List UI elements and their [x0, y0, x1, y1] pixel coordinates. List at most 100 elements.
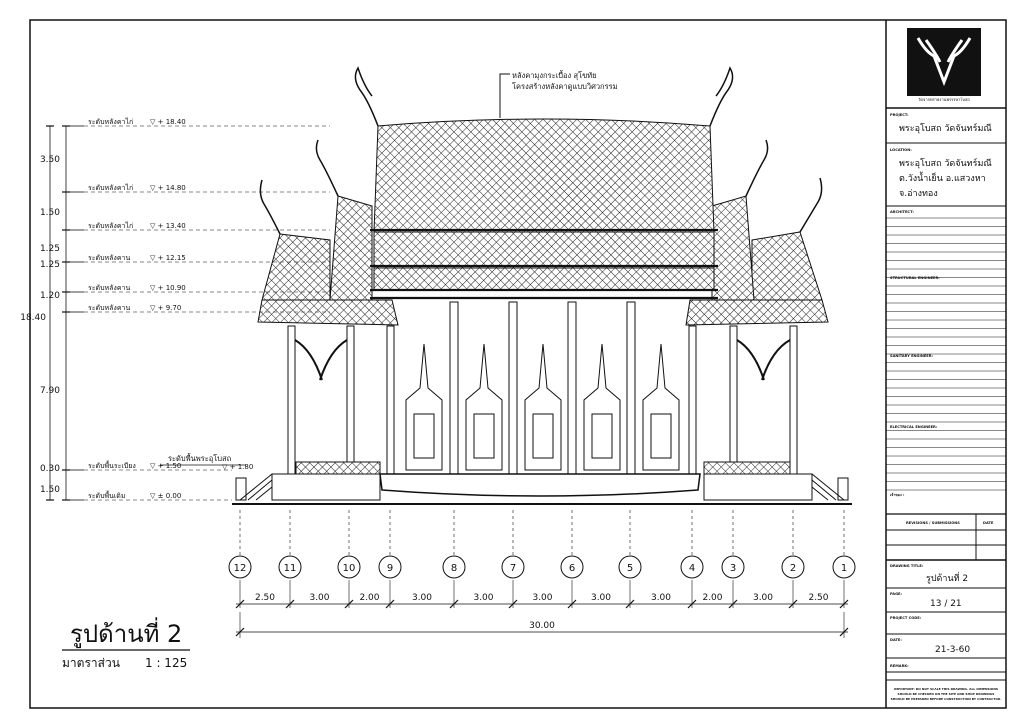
footer-line2: SHOULD BE CHECKED ON THE SITE AND SHOP D… [898, 692, 995, 696]
bracket-right [736, 339, 791, 381]
grid-bubble [501, 555, 525, 579]
vertical-dim-text: 1.50 [40, 208, 60, 218]
bay-dim-text: 2.00 [359, 593, 379, 603]
grid-bubble [442, 555, 466, 579]
level-label: ระดับพื้นระเบียง [88, 459, 136, 470]
vertical-dim-text: 1.25 [40, 260, 60, 270]
level-label: ระดับหลังคาไก่ [88, 117, 133, 126]
grid-bubble [560, 555, 584, 579]
overall-dim-text: 30.00 [529, 621, 555, 631]
structural-label: STRUCTURAL ENGINEER: [890, 276, 940, 280]
bay-dim-text: 3.00 [309, 593, 329, 603]
level-value: ▽ + 18.40 [150, 118, 186, 126]
location-line1: พระอุโบสถ วัดจันทร์มณี [899, 157, 992, 169]
logo-icon [916, 37, 972, 87]
level-value: ▽ + 1.50 [150, 462, 181, 470]
roof-tier-middle-left [329, 195, 373, 301]
date-col-label: DATE [983, 521, 994, 525]
finial-main-left [354, 66, 379, 127]
location-label: LOCATION: [890, 148, 912, 152]
vertical-dim-text: 1.20 [40, 291, 60, 301]
footer-line1: IMPORTANT: DO NOT SCALE THIS DRAWING. AL… [894, 687, 998, 691]
scale-value: 1 : 125 [145, 656, 187, 670]
title-block: วัดจากทรายงานพรรรษาโบสถ [886, 28, 1006, 681]
architect-label: ARCHITECT: [890, 210, 914, 214]
remark-label: REMARK: [890, 664, 909, 668]
drawing-title: รูปด้านที่ 2 [70, 617, 182, 649]
bay-dim-text: 2.00 [702, 593, 722, 603]
roof-note-line1: หลังคามุงกระเบื้อง สุโขทัย [512, 70, 597, 80]
roof-tier-outer-right [751, 231, 823, 301]
bay-dim-text: 3.00 [412, 593, 432, 603]
roof-note-line2: โครงสร้างหลังคาดูแบบวิศวกรรม [512, 82, 618, 91]
vertical-dim-text: 1.50 [40, 485, 60, 495]
grid-bubble [278, 555, 302, 579]
base-left [271, 473, 381, 501]
page-value: 13 / 21 [930, 599, 962, 609]
grid-label: 8 [451, 563, 457, 574]
vertical-dim-text: 1.25 [40, 244, 60, 254]
roof-tier-2 [373, 231, 715, 269]
level-label: ระดับหลังคาไก่ [88, 183, 133, 192]
level-value: ▽ + 9.70 [150, 304, 181, 312]
logo-caption: วัดจากทรายงานพรรรษาโบสถ [918, 97, 970, 102]
bay-dim-text: 2.50 [255, 593, 275, 603]
vertical-total-text: 18.40 [20, 313, 46, 323]
title-block-text: PROJECT: พระอุโบสถ วัดจันทร์มณี LOCATION… [890, 113, 1001, 701]
grid-label: 6 [569, 563, 575, 574]
project-code-label: PROJECT CODE: [890, 616, 922, 620]
grid-bubble [618, 555, 642, 579]
grid-label: 11 [284, 563, 297, 574]
sheet-border [29, 19, 1007, 709]
floor-note: ระดับพื้นพระอุโบสถ ▽ + 1.80 [160, 453, 253, 471]
roof-tier-middle-right [711, 195, 755, 301]
bay-dim-text: 3.00 [473, 593, 493, 603]
drawing-title-label: DRAWING TITLE: [890, 564, 924, 568]
drawing-title-block: รูปด้านที่ 2 มาตราส่วน 1 : 125 [62, 617, 190, 670]
location-line3: จ.อ่างทอง [899, 189, 938, 199]
bay-dim-text: 3.00 [532, 593, 552, 603]
bay-dim-text: 3.00 [591, 593, 611, 603]
grid-bubble [832, 555, 856, 579]
finial-main-right [709, 66, 734, 127]
grid-label: 7 [510, 563, 516, 574]
grid-label: 1 [841, 563, 847, 574]
sanitary-label: SANITARY ENGINEER: [890, 354, 934, 358]
eave-left [257, 299, 399, 326]
grid-bubble [680, 555, 704, 579]
scale-label: มาตราส่วน [62, 656, 120, 670]
level-value: ▽ + 14.80 [150, 184, 186, 192]
drawing-title-value: รูปด้านที่ 2 [926, 571, 968, 584]
eave-right [685, 299, 829, 326]
date-value: 21-3-60 [935, 645, 970, 655]
level-label: ระดับพื้นเดิม [88, 489, 125, 500]
stair-left [239, 473, 273, 501]
footer-line3: SHOULD BE PREPARED BEFORE CONSTRUCTION B… [891, 697, 1002, 701]
roof-note: หลังคามุงกระเบื้อง สุโขทัย โครงสร้างหลัง… [499, 70, 618, 118]
stair-right [811, 473, 845, 501]
electrical-label: ELECTRICAL ENGINEER: [890, 425, 938, 429]
owner-label: เจ้าของ : [890, 492, 905, 497]
grid-label: 2 [790, 563, 796, 574]
grid-label: 3 [730, 563, 736, 574]
grid-bubble [378, 555, 402, 579]
bay-dim-text: 2.50 [808, 593, 828, 603]
level-value: ▽ ± 0.00 [150, 492, 181, 500]
roof-tier-outer-left [261, 233, 331, 301]
roof-tier-3 [373, 267, 715, 291]
balustrade-left [295, 461, 381, 475]
level-label: ระดับหลังคาไก่ [88, 221, 133, 230]
location-line2: ต.วังน้ำเย็น อ.แสวงหา [899, 171, 986, 184]
grid-label: 9 [387, 563, 393, 574]
floor-note-level: ▽ + 1.80 [222, 463, 253, 471]
level-value: ▽ + 10.90 [150, 284, 186, 292]
floor-note-text: ระดับพื้นพระอุโบสถ [168, 453, 231, 463]
level-value: ▽ + 13.40 [150, 222, 186, 230]
balustrade-right [703, 461, 791, 475]
grid-bubble [781, 555, 805, 579]
bay-dim-text: 3.00 [753, 593, 773, 603]
